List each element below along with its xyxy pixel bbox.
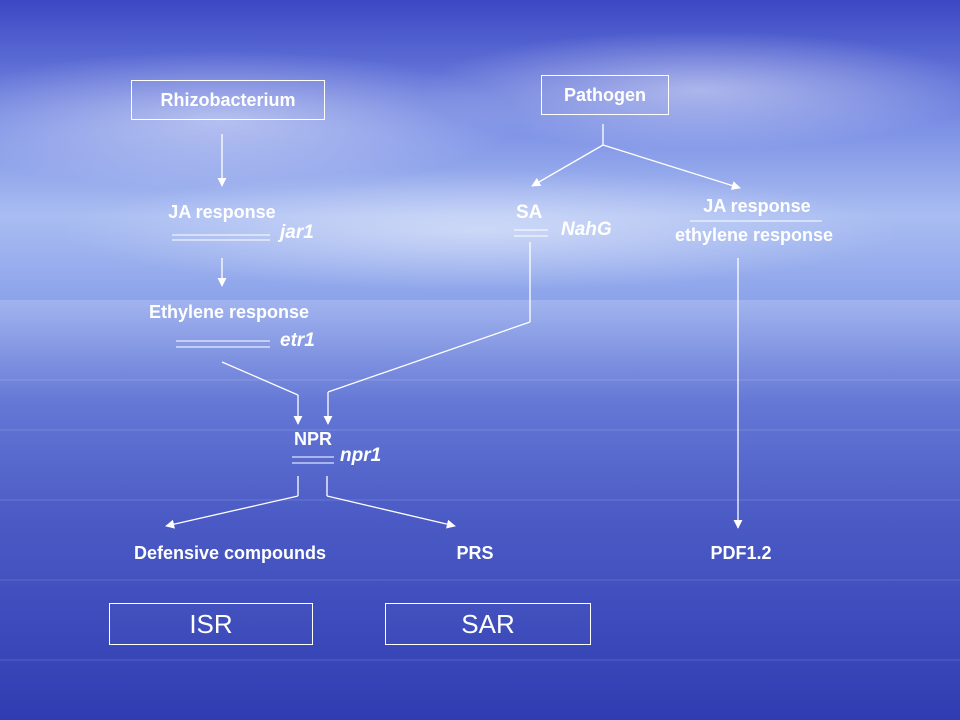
etr1-mutant-label: etr1	[280, 330, 315, 351]
arrow-pathogen-to-ja-right	[602, 144, 741, 190]
line-sa-to-npr	[327, 321, 531, 393]
pathogen-label: Pathogen	[563, 84, 646, 105]
arrow-pathogen-to-sa	[531, 144, 604, 187]
ja-response-left-label: JA response	[168, 202, 276, 222]
prs-label: PRS	[456, 543, 494, 563]
isr-box: ISR	[109, 603, 313, 645]
rhizobacterium-box: Rhizobacterium	[131, 80, 325, 120]
pathogen-box: Pathogen	[541, 75, 669, 115]
sar-box: SAR	[385, 603, 591, 645]
sa-label: SA	[516, 202, 543, 223]
arrow-npr-to-prs	[326, 495, 456, 529]
npr-label: NPR	[294, 429, 333, 449]
arrow-npr-to-defensive	[165, 495, 299, 529]
ja-response-right-label: JA response	[703, 196, 811, 216]
jar1-mutant-label: jar1	[280, 222, 314, 243]
line-ethylene-to-npr	[221, 361, 299, 396]
isr-label: ISR	[189, 608, 233, 639]
npr1-mutant-label: npr1	[340, 445, 382, 466]
nahg-mutant-label: NahG	[561, 219, 612, 240]
ethylene-response-right-label: ethylene response	[674, 225, 834, 245]
sar-label: SAR	[461, 608, 515, 639]
rhizobacterium-label: Rhizobacterium	[160, 89, 296, 110]
defensive-compounds-label: Defensive compounds	[133, 543, 327, 563]
pdf12-label: PDF1.2	[710, 543, 772, 563]
ethylene-response-label: Ethylene response	[148, 302, 310, 322]
